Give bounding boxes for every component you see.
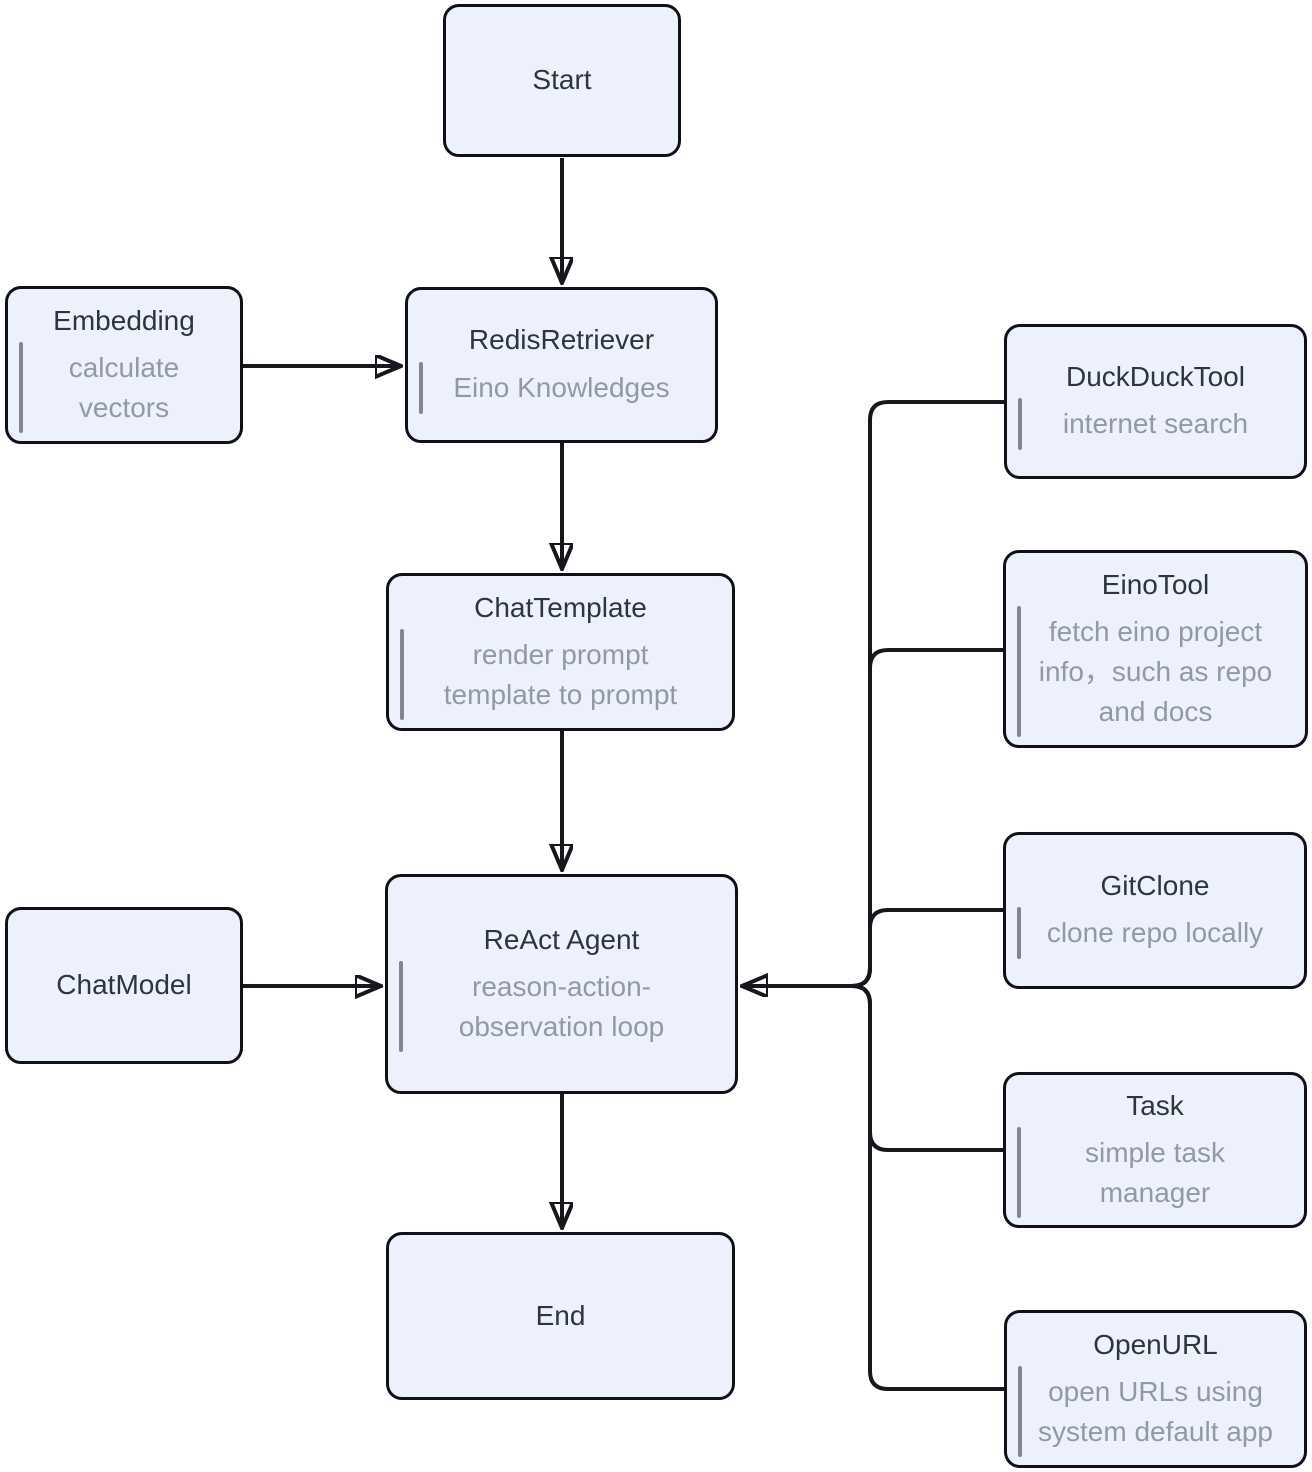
- node-chattemplate-subtitle-row: render prompt template to prompt: [389, 628, 732, 721]
- node-openurl: OpenURL open URLs using system default a…: [1004, 1310, 1307, 1468]
- node-redisretriever-subtitle: Eino Knowledges: [453, 371, 670, 403]
- node-chattemplate-subtitle: render prompt template to prompt: [443, 638, 678, 710]
- node-task-title: Task: [1126, 1089, 1184, 1121]
- note-bar: [400, 628, 404, 721]
- node-duckducktool: DuckDuckTool internet search: [1004, 324, 1307, 479]
- node-openurl-title: OpenURL: [1093, 1328, 1218, 1360]
- node-embedding-subtitle-row: calculate vectors: [8, 341, 240, 434]
- node-embedding-title: Embedding: [53, 304, 195, 336]
- node-redisretriever: RedisRetriever Eino Knowledges: [405, 287, 718, 443]
- note-bar: [419, 361, 423, 414]
- edge-duckducktool-to-reactagent: [743, 400, 1005, 986]
- node-einotool: EinoTool fetch eino project info，such as…: [1003, 550, 1308, 748]
- edge-gitclone-to-reactagent: [772, 908, 1005, 988]
- node-chatmodel: ChatModel: [5, 907, 243, 1064]
- node-start-title: Start: [532, 64, 592, 96]
- node-react-agent-title: ReAct Agent: [483, 923, 640, 955]
- note-bar: [1017, 606, 1021, 738]
- node-gitclone: GitClone clone repo locally: [1003, 832, 1307, 989]
- node-redisretriever-subtitle-row: Eino Knowledges: [408, 361, 715, 414]
- node-duckducktool-subtitle: internet search: [1062, 408, 1249, 440]
- node-react-agent: ReAct Agent reason-action-observation lo…: [385, 874, 738, 1094]
- node-openurl-subtitle-row: open URLs using system default app: [1007, 1365, 1304, 1458]
- note-bar: [1018, 1365, 1022, 1458]
- node-task-subtitle-row: simple task manager: [1006, 1126, 1304, 1219]
- node-task-subtitle: simple task manager: [1084, 1136, 1226, 1208]
- node-chattemplate-title: ChatTemplate: [474, 591, 647, 623]
- node-end: End: [386, 1232, 735, 1400]
- node-einotool-subtitle: fetch eino project info，such as repo and…: [1038, 616, 1273, 727]
- node-end-title: End: [535, 1299, 586, 1331]
- node-react-agent-subtitle: reason-action-observation loop: [458, 970, 665, 1042]
- node-gitclone-subtitle: clone repo locally: [1046, 917, 1264, 949]
- node-einotool-title: EinoTool: [1101, 568, 1210, 600]
- node-embedding: Embedding calculate vectors: [5, 286, 243, 444]
- note-bar: [1017, 1126, 1021, 1219]
- node-openurl-subtitle: open URLs using system default app: [1037, 1375, 1274, 1447]
- node-chattemplate: ChatTemplate render prompt template to p…: [386, 573, 735, 731]
- note-bar: [1018, 398, 1022, 451]
- node-task: Task simple task manager: [1003, 1072, 1307, 1228]
- note-bar: [1017, 907, 1021, 960]
- node-react-agent-subtitle-row: reason-action-observation loop: [388, 960, 735, 1053]
- node-start: Start: [443, 4, 681, 157]
- edge-task-to-reactagent: [772, 984, 1005, 1152]
- node-chatmodel-title: ChatModel: [56, 969, 192, 1001]
- node-duckducktool-title: DuckDuckTool: [1066, 360, 1245, 392]
- node-gitclone-subtitle-row: clone repo locally: [1006, 907, 1304, 960]
- node-duckducktool-subtitle-row: internet search: [1007, 398, 1304, 451]
- node-redisretriever-title: RedisRetriever: [468, 324, 655, 356]
- note-bar: [19, 341, 23, 434]
- note-bar: [399, 960, 403, 1053]
- edge-openurl-to-reactagent: [772, 984, 1005, 1391]
- node-einotool-subtitle-row: fetch eino project info，such as repo and…: [1006, 606, 1305, 738]
- edge-einotool-to-reactagent: [772, 648, 1005, 988]
- node-embedding-subtitle: calculate vectors: [68, 351, 180, 423]
- node-gitclone-title: GitClone: [1100, 869, 1210, 901]
